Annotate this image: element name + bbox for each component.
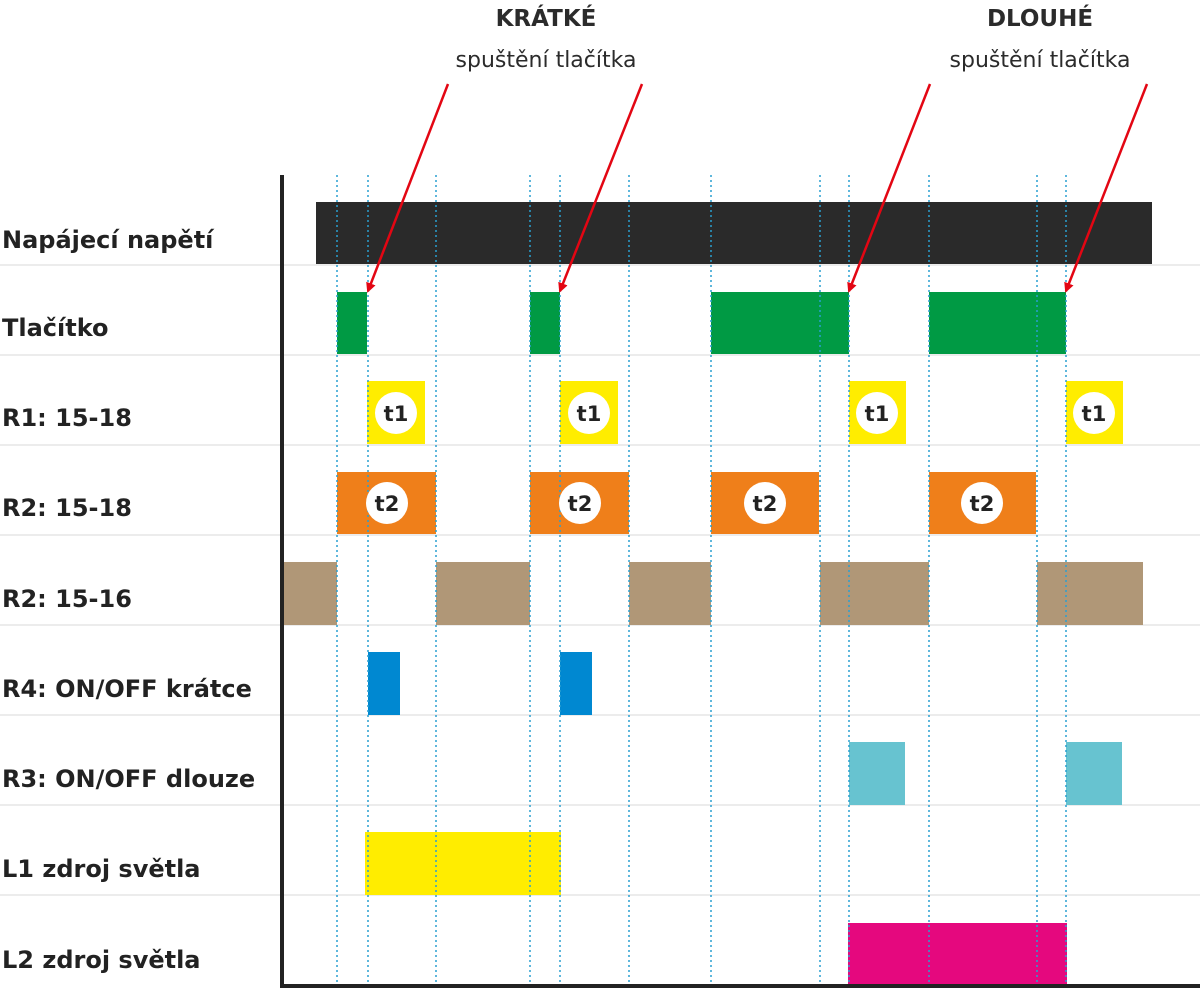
l1-light-on-bar [365, 832, 561, 895]
svg-text:t2: t2 [568, 492, 593, 516]
diagram-axes [280, 175, 1200, 988]
row-label-r3: R3: ON/OFF dlouze [2, 765, 255, 793]
button-press-long-2 [929, 292, 1066, 354]
arrow-long-release-1 [847, 83, 932, 293]
svg-text:t1: t1 [384, 402, 409, 426]
r1-timer-badges: t1 t1 t1 t1 [375, 392, 1115, 434]
timer-badge-t1: t1 [375, 392, 417, 434]
timer-badge-t2: t2 [559, 482, 601, 524]
timer-badge-t1: t1 [856, 392, 898, 434]
arrow-short-release-1 [366, 83, 450, 293]
r2-1518-pulses [337, 472, 1036, 534]
button-press-short-1 [337, 292, 367, 354]
timer-badge-t1: t1 [568, 392, 610, 434]
timer-badge-t2: t2 [961, 482, 1003, 524]
release-arrows [366, 83, 1149, 293]
button-press-short-2 [530, 292, 560, 354]
r2-1516-segment-1 [284, 562, 337, 625]
timer-badge-t1: t1 [1073, 392, 1115, 434]
svg-text:t1: t1 [577, 402, 602, 426]
row-label-r2-1518: R2: 15-18 [2, 494, 132, 522]
r2-timer-badges: t2 t2 t2 t2 [366, 482, 1003, 524]
row-label-l2: L2 zdroj světla [2, 946, 201, 974]
r2-1516-segment-5 [1037, 562, 1143, 625]
header-short-subtitle: spuštění tlačítka [456, 48, 637, 73]
row-separators [0, 264, 1200, 896]
r2-1516-segment-3 [629, 562, 711, 625]
supply-voltage-bar [316, 202, 1152, 264]
timer-badge-t2: t2 [366, 482, 408, 524]
timer-badge-t2: t2 [744, 482, 786, 524]
r2-1516-segments [284, 562, 1143, 625]
r1-pulses [367, 381, 1123, 444]
l2-light-on-bar [848, 923, 1067, 986]
arrow-short-release-2 [558, 83, 644, 293]
row-label-l1: L1 zdroj světla [2, 855, 201, 883]
arrow-long-release-2 [1064, 83, 1149, 293]
svg-text:t1: t1 [865, 402, 890, 426]
r2-1516-segment-4 [820, 562, 929, 625]
svg-text:t2: t2 [375, 492, 400, 516]
header-long-subtitle: spuštění tlačítka [950, 48, 1131, 73]
r3-pulse-2 [1066, 742, 1122, 805]
r4-pulse-1 [368, 652, 400, 715]
row-label-r1: R1: 15-18 [2, 404, 132, 432]
r2-1516-segment-2 [436, 562, 530, 625]
row-label-r2-1516: R2: 15-16 [2, 585, 132, 613]
row-label-r4: R4: ON/OFF krátce [2, 675, 252, 703]
row-label-supply: Napájecí napětí [2, 226, 215, 254]
r4-pulse-2 [560, 652, 592, 715]
r3-pulses [849, 742, 1122, 805]
button-press-bars [337, 292, 1066, 354]
svg-text:t2: t2 [970, 492, 995, 516]
r4-pulses [368, 652, 592, 715]
header-short-title: KRÁTKÉ [496, 4, 597, 32]
svg-text:t2: t2 [753, 492, 778, 516]
time-guide-lines [336, 175, 1067, 986]
svg-text:t1: t1 [1082, 402, 1107, 426]
button-press-long-1 [711, 292, 849, 354]
r3-pulse-1 [849, 742, 905, 805]
row-label-button: Tlačítko [2, 314, 109, 342]
header-long-title: DLOUHÉ [987, 4, 1093, 32]
